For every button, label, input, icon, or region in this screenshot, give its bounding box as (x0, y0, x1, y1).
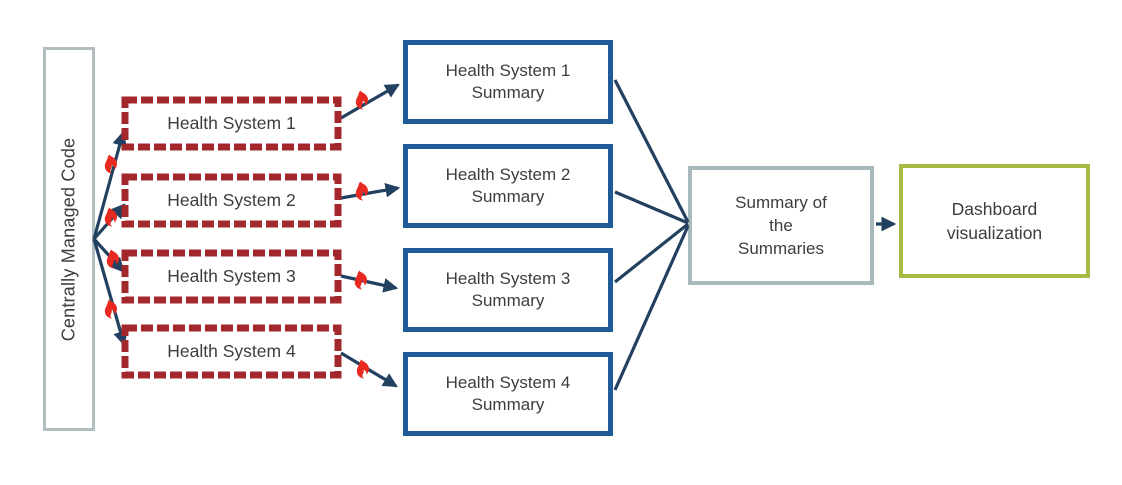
summary-box-3-label: Health System 3 Summary (445, 269, 571, 310)
summary-box-4-label: Health System 4 Summary (445, 373, 571, 414)
flame-icon (101, 205, 120, 229)
connector-summary4-to-aggregate (613, 225, 690, 391)
flame-icon (353, 357, 372, 381)
health-system-3-box: Health System 3 (125, 253, 338, 300)
dashboard-visualization-box: Dashboard visualization (899, 164, 1090, 278)
connector-hs4-to-summary4 (340, 351, 398, 388)
flame-icon (101, 297, 120, 321)
health-system-2-label: Health System 2 (167, 190, 296, 210)
flame-icon (351, 268, 370, 292)
connector-summary1-to-aggregate (613, 79, 690, 223)
connector-summary2-to-aggregate (614, 190, 689, 225)
connector-source-to-hs3 (92, 237, 125, 273)
summary-box-2: Health System 2 Summary (403, 144, 613, 228)
summary-box-2-label: Health System 2 Summary (445, 165, 571, 206)
health-system-1-box: Health System 1 (125, 100, 338, 147)
flame-icon (352, 88, 371, 112)
connector-source-to-hs2 (92, 203, 126, 241)
connector-hs3-to-summary3 (340, 274, 399, 293)
summary-of-summaries-box: Summary of the Summaries (688, 166, 874, 285)
connector-source-to-hs4 (92, 238, 128, 347)
summary-box-1-label: Health System 1 Summary (445, 61, 571, 102)
source-box-label: Centrally Managed Code (58, 137, 79, 341)
summary-of-summaries-label: Summary of the Summaries (735, 193, 827, 258)
health-system-2-box: Health System 2 (125, 177, 338, 224)
connector-source-to-hs1 (92, 130, 127, 240)
flame-icon (101, 152, 120, 176)
summary-box-1: Health System 1 Summary (403, 40, 613, 124)
flame-icon (103, 247, 122, 271)
source-box: Centrally Managed Code (43, 47, 95, 431)
health-system-3-label: Health System 3 (167, 266, 296, 286)
connector-hs2-to-summary2 (340, 182, 401, 200)
summary-box-3: Health System 3 Summary (403, 248, 613, 332)
summary-box-4: Health System 4 Summary (403, 352, 613, 436)
connector-summary3-to-aggregate (614, 222, 689, 284)
health-system-1-label: Health System 1 (167, 113, 296, 133)
flame-icon (352, 179, 371, 203)
connector-hs1-to-summary1 (340, 83, 400, 120)
health-system-4-label: Health System 4 (167, 341, 296, 361)
dashboard-visualization-label: Dashboard visualization (946, 199, 1043, 243)
health-system-4-box: Health System 4 (125, 328, 338, 375)
